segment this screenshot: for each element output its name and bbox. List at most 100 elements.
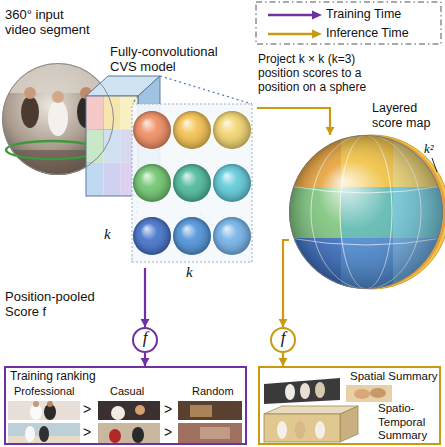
summary-illustrations: [370, 388, 386, 398]
score-grid: [213, 217, 251, 255]
score-function-outline: [133, 328, 157, 352]
dimension-label: k: [104, 226, 111, 244]
summary-box: Spatial SummarySpatio-Temporal Summary: [258, 366, 441, 445]
score-grid: [133, 111, 171, 149]
rank-symbol: >: [164, 401, 172, 418]
summary-illustrations: [264, 378, 392, 442]
ranking-thumbnails: [190, 405, 212, 417]
score-grid: [213, 111, 251, 149]
ranking-thumbnails: [98, 401, 160, 420]
score-grid: [133, 164, 171, 202]
ranking-thumbnails: [8, 401, 242, 443]
score-grid: [213, 217, 251, 255]
ranking-thumbnails: [135, 405, 145, 415]
score-grid: [133, 111, 171, 149]
summary-illustrations: [315, 382, 325, 398]
fisheye-content: [24, 87, 36, 99]
score-grid: [173, 164, 211, 202]
score-grid: [132, 104, 252, 262]
node-text: Random: [192, 385, 247, 398]
score-grid: [173, 164, 211, 202]
cvs-cube: [103, 96, 120, 129]
ranking-thumbnails: [200, 427, 230, 439]
score-grid: [173, 217, 211, 255]
node-title: f: [132, 328, 158, 348]
summary-illustrations: [285, 384, 295, 400]
score-bands: [289, 135, 445, 290]
node-title: Training ranking: [10, 369, 210, 383]
score-grid: [173, 111, 211, 149]
score-map-sphere-outline: [290, 136, 443, 289]
score-function: f: [132, 327, 158, 353]
training-sample: [268, 14, 315, 17]
fisheye-content: [2, 63, 114, 180]
ranking-thumbnails: [132, 427, 144, 443]
fisheye-content: [52, 91, 64, 103]
layer-pointer: [432, 158, 437, 172]
score-grid: [213, 164, 251, 202]
node-text: Spatio-Temporal Summary: [378, 402, 440, 443]
inference-sample: [268, 33, 315, 36]
ranking-thumbnails: [39, 426, 49, 442]
score-grid: [133, 217, 171, 255]
input-sphere-outline: [3, 64, 114, 175]
ranking-thumbnails: [25, 426, 35, 442]
arrow-head: [279, 319, 288, 327]
cvs-cube: [86, 96, 103, 129]
legend-text: Training Time: [326, 7, 401, 22]
score-map-sphere: Layered score map: [289, 135, 443, 289]
summary-illustrations: [346, 385, 392, 402]
summary-illustrations: [354, 389, 370, 399]
legend-frame: [256, 2, 441, 44]
score-grid: [173, 111, 211, 149]
score-function: f: [270, 327, 296, 353]
summary-illustrations: [277, 421, 287, 439]
rank-symbol: >: [83, 424, 91, 441]
rank-symbol: >: [83, 401, 91, 418]
edge-label: Project k × k (k=3) position scores to a…: [258, 52, 380, 94]
node-title: Fully-convolutional CVS model: [110, 44, 242, 75]
ranking-thumbnails: [98, 423, 160, 443]
input-sphere-art: [2, 63, 114, 175]
score-grid: [213, 164, 251, 202]
input-sphere: 360° input video segment: [2, 63, 114, 175]
ranking-thumbnails: [178, 423, 242, 443]
cvs-cube: [86, 163, 103, 196]
score-bands: [289, 135, 443, 289]
cvs-cube: [132, 96, 138, 104]
ranking-thumbnails: [178, 401, 242, 420]
node-title: f: [270, 328, 296, 348]
ranking-thumbnails: [8, 401, 80, 420]
score-grid: [132, 104, 252, 262]
summary-illustrations: [300, 383, 310, 399]
cvs-cube: [86, 96, 138, 196]
cvs-cube: [86, 129, 103, 162]
layered-sphere-art: [289, 135, 445, 290]
equator-ring: [6, 141, 98, 159]
summary-illustrations: [264, 378, 340, 404]
score-function-outline: [271, 328, 295, 352]
ranking-thumbnails: [8, 423, 80, 443]
flow-arrow: [282, 353, 284, 366]
fisheye-content: [21, 96, 39, 128]
legend-frame: [256, 2, 441, 44]
ranking-thumbnails: [109, 429, 121, 443]
summary-illustrations: [315, 421, 325, 439]
arrow-head: [326, 127, 335, 135]
arrow-head: [141, 358, 150, 366]
layer-count-label: k²: [424, 141, 434, 156]
score-grid: [133, 217, 171, 255]
summary-illustrations: [264, 414, 340, 442]
ranking-thumbnails: [33, 401, 39, 407]
summary-illustrations: [295, 421, 305, 439]
score-note: Position-pooled Score f: [5, 289, 115, 320]
score-grid: [133, 164, 171, 202]
training-sample: [312, 11, 322, 20]
node-title: Spatial Summary: [350, 370, 440, 384]
ranking-thumbnails: [111, 406, 125, 420]
legend-text: Inference Time: [326, 26, 409, 41]
node-title: Layered score map: [372, 101, 444, 131]
training-ranking-box: Training rankingProfessionalCasualRandom: [4, 366, 247, 445]
